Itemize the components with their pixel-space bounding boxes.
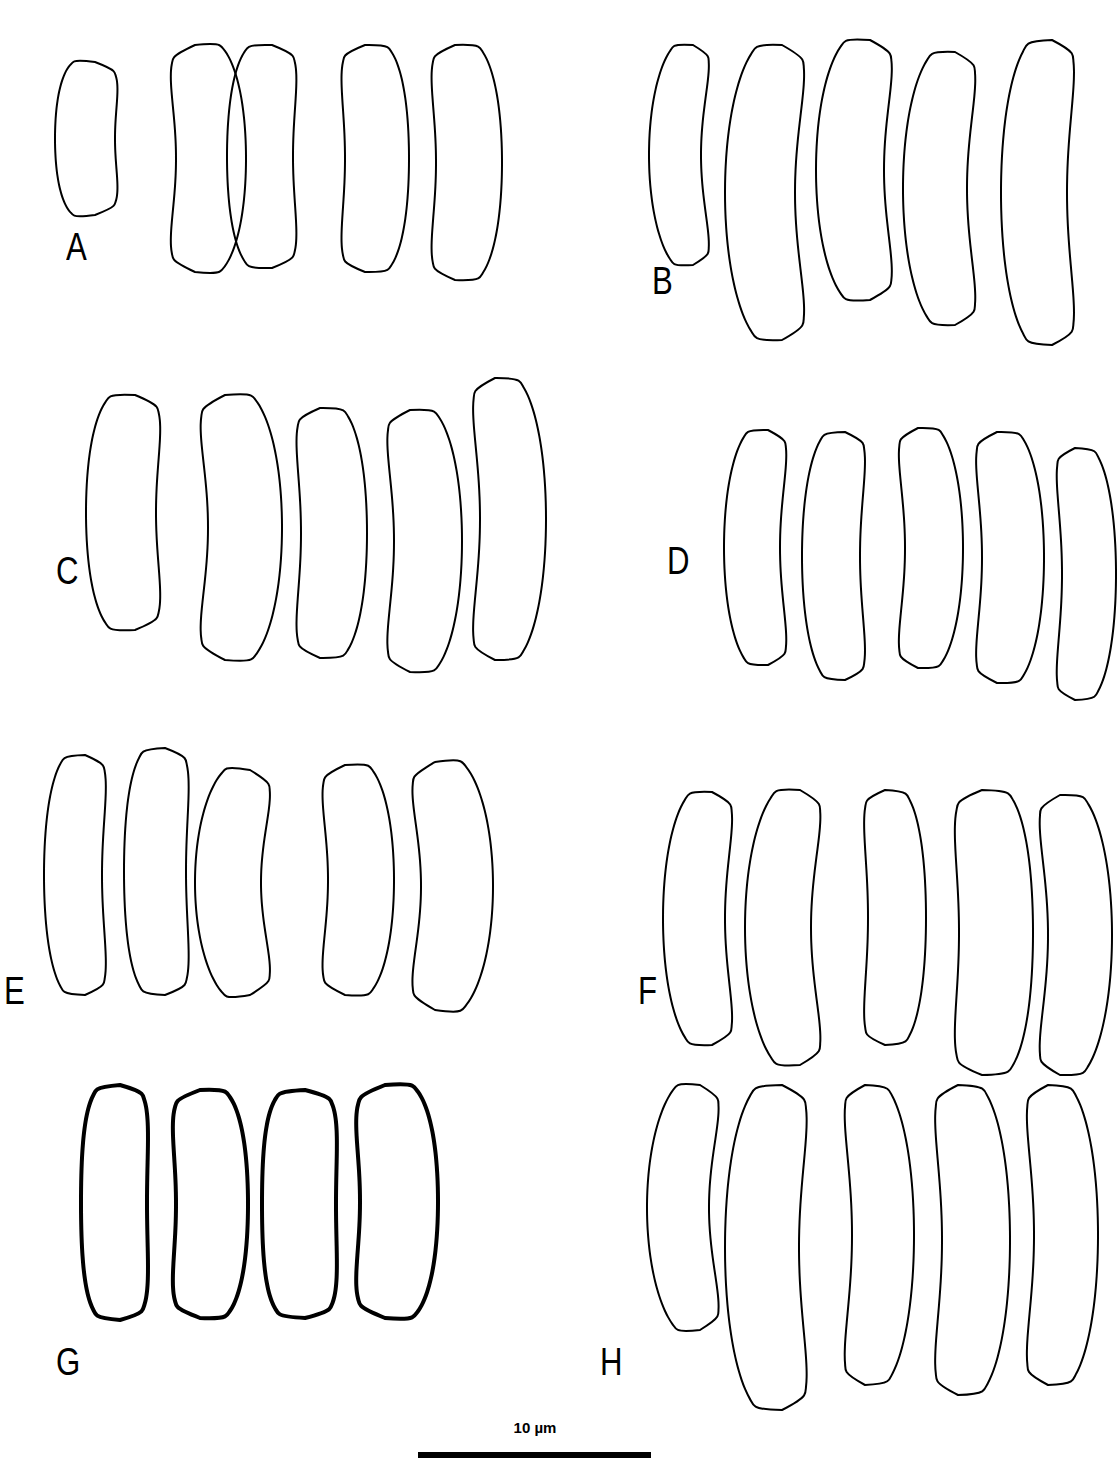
panel-letter: D [667,542,690,580]
spore-outline [903,52,975,325]
spore-outline [647,1084,719,1331]
scale-label: 10 µm [514,1420,557,1435]
panel-letter: B [652,262,673,300]
spore-outline [201,394,282,660]
spore-outline [816,40,892,301]
spore-outline [724,430,786,665]
spore-outline [649,45,709,266]
spore-outline [432,45,502,280]
spore-outline [86,395,160,630]
spore-outline [81,1085,148,1320]
spore-outline [955,790,1033,1075]
spore-outline [725,1085,807,1410]
spore-outline [412,760,493,1011]
spore-outline [124,748,189,995]
spore-outline [297,408,367,658]
spore-outline [1001,40,1074,345]
panel-letter: E [4,972,25,1010]
spore-outline [1057,448,1116,700]
spore-outline [387,410,462,672]
spore-outline [342,45,409,272]
panel-letter: G [56,1343,80,1381]
spore-outline [935,1085,1010,1395]
spore-outline [802,432,865,680]
spore-outline [356,1084,438,1318]
spore-outline [195,768,270,997]
spore-outline [745,790,820,1066]
panel-letter: A [66,228,87,266]
spore-outline [323,765,394,996]
spore-outline [1040,795,1112,1075]
spore-outline [173,1090,248,1318]
spore-outline [44,755,106,995]
panel-letter: F [638,972,657,1010]
spore-outline [473,378,546,660]
spore-outline [227,45,296,268]
panel-letter: H [600,1343,623,1381]
spore-outline [845,1085,914,1385]
spore-outline [55,61,117,216]
spore-outline [663,792,732,1045]
spore-outline [899,428,963,668]
spore-outline [1027,1085,1098,1385]
spore-outline [725,45,804,340]
panel-letter: C [56,552,79,590]
scale-bar [418,1452,651,1458]
spore-outline [262,1090,337,1318]
spore-outline [864,790,926,1045]
spore-outline [976,432,1044,683]
